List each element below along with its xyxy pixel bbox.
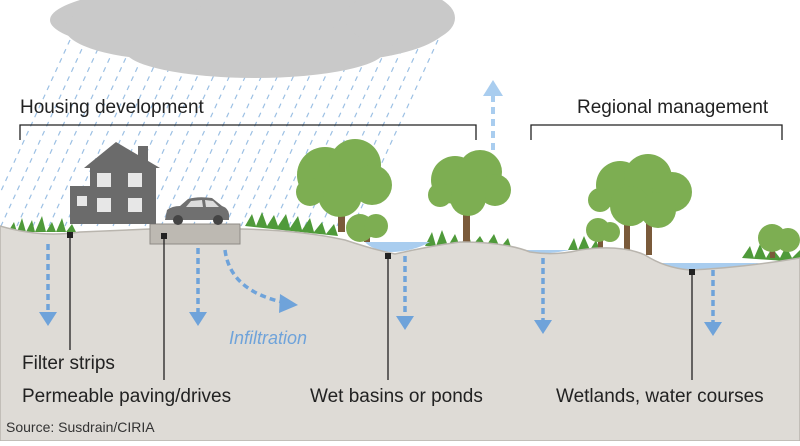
pond-water xyxy=(365,242,430,252)
infiltration-label: Infiltration xyxy=(229,328,308,348)
rain-streak xyxy=(32,39,119,227)
cloud xyxy=(50,0,455,78)
rain-streak xyxy=(16,39,103,227)
regional-bracket xyxy=(530,124,783,140)
rain-streak xyxy=(0,39,71,195)
regional-management-label: Regional management xyxy=(577,97,769,118)
wet-basins-label: Wet basins or ponds xyxy=(310,386,483,407)
tree xyxy=(588,154,692,255)
leader-lines xyxy=(67,232,695,380)
rain-streak xyxy=(272,39,359,227)
drainage-arrows xyxy=(46,244,715,322)
evaporation-arrow xyxy=(483,80,503,150)
ground xyxy=(0,225,800,442)
housing-bracket xyxy=(19,124,477,140)
trees xyxy=(296,139,800,258)
filter-strips-label: Filter strips xyxy=(22,353,115,374)
tree xyxy=(346,214,388,242)
tree xyxy=(758,224,800,258)
arrow-heads xyxy=(39,294,722,336)
car xyxy=(165,197,229,225)
permeable-paving xyxy=(149,223,241,245)
tree xyxy=(586,218,620,248)
tree xyxy=(296,139,392,232)
rain-streak xyxy=(48,39,135,227)
house xyxy=(70,142,160,224)
rain-streak xyxy=(0,39,87,227)
source-credit: Source: Susdrain/CIRIA xyxy=(6,419,155,435)
tree xyxy=(428,150,511,242)
housing-development-label: Housing development xyxy=(20,97,204,118)
wetlands-label: Wetlands, water courses xyxy=(556,386,764,407)
permeable-paving-label: Permeable paving/drives xyxy=(22,386,232,407)
